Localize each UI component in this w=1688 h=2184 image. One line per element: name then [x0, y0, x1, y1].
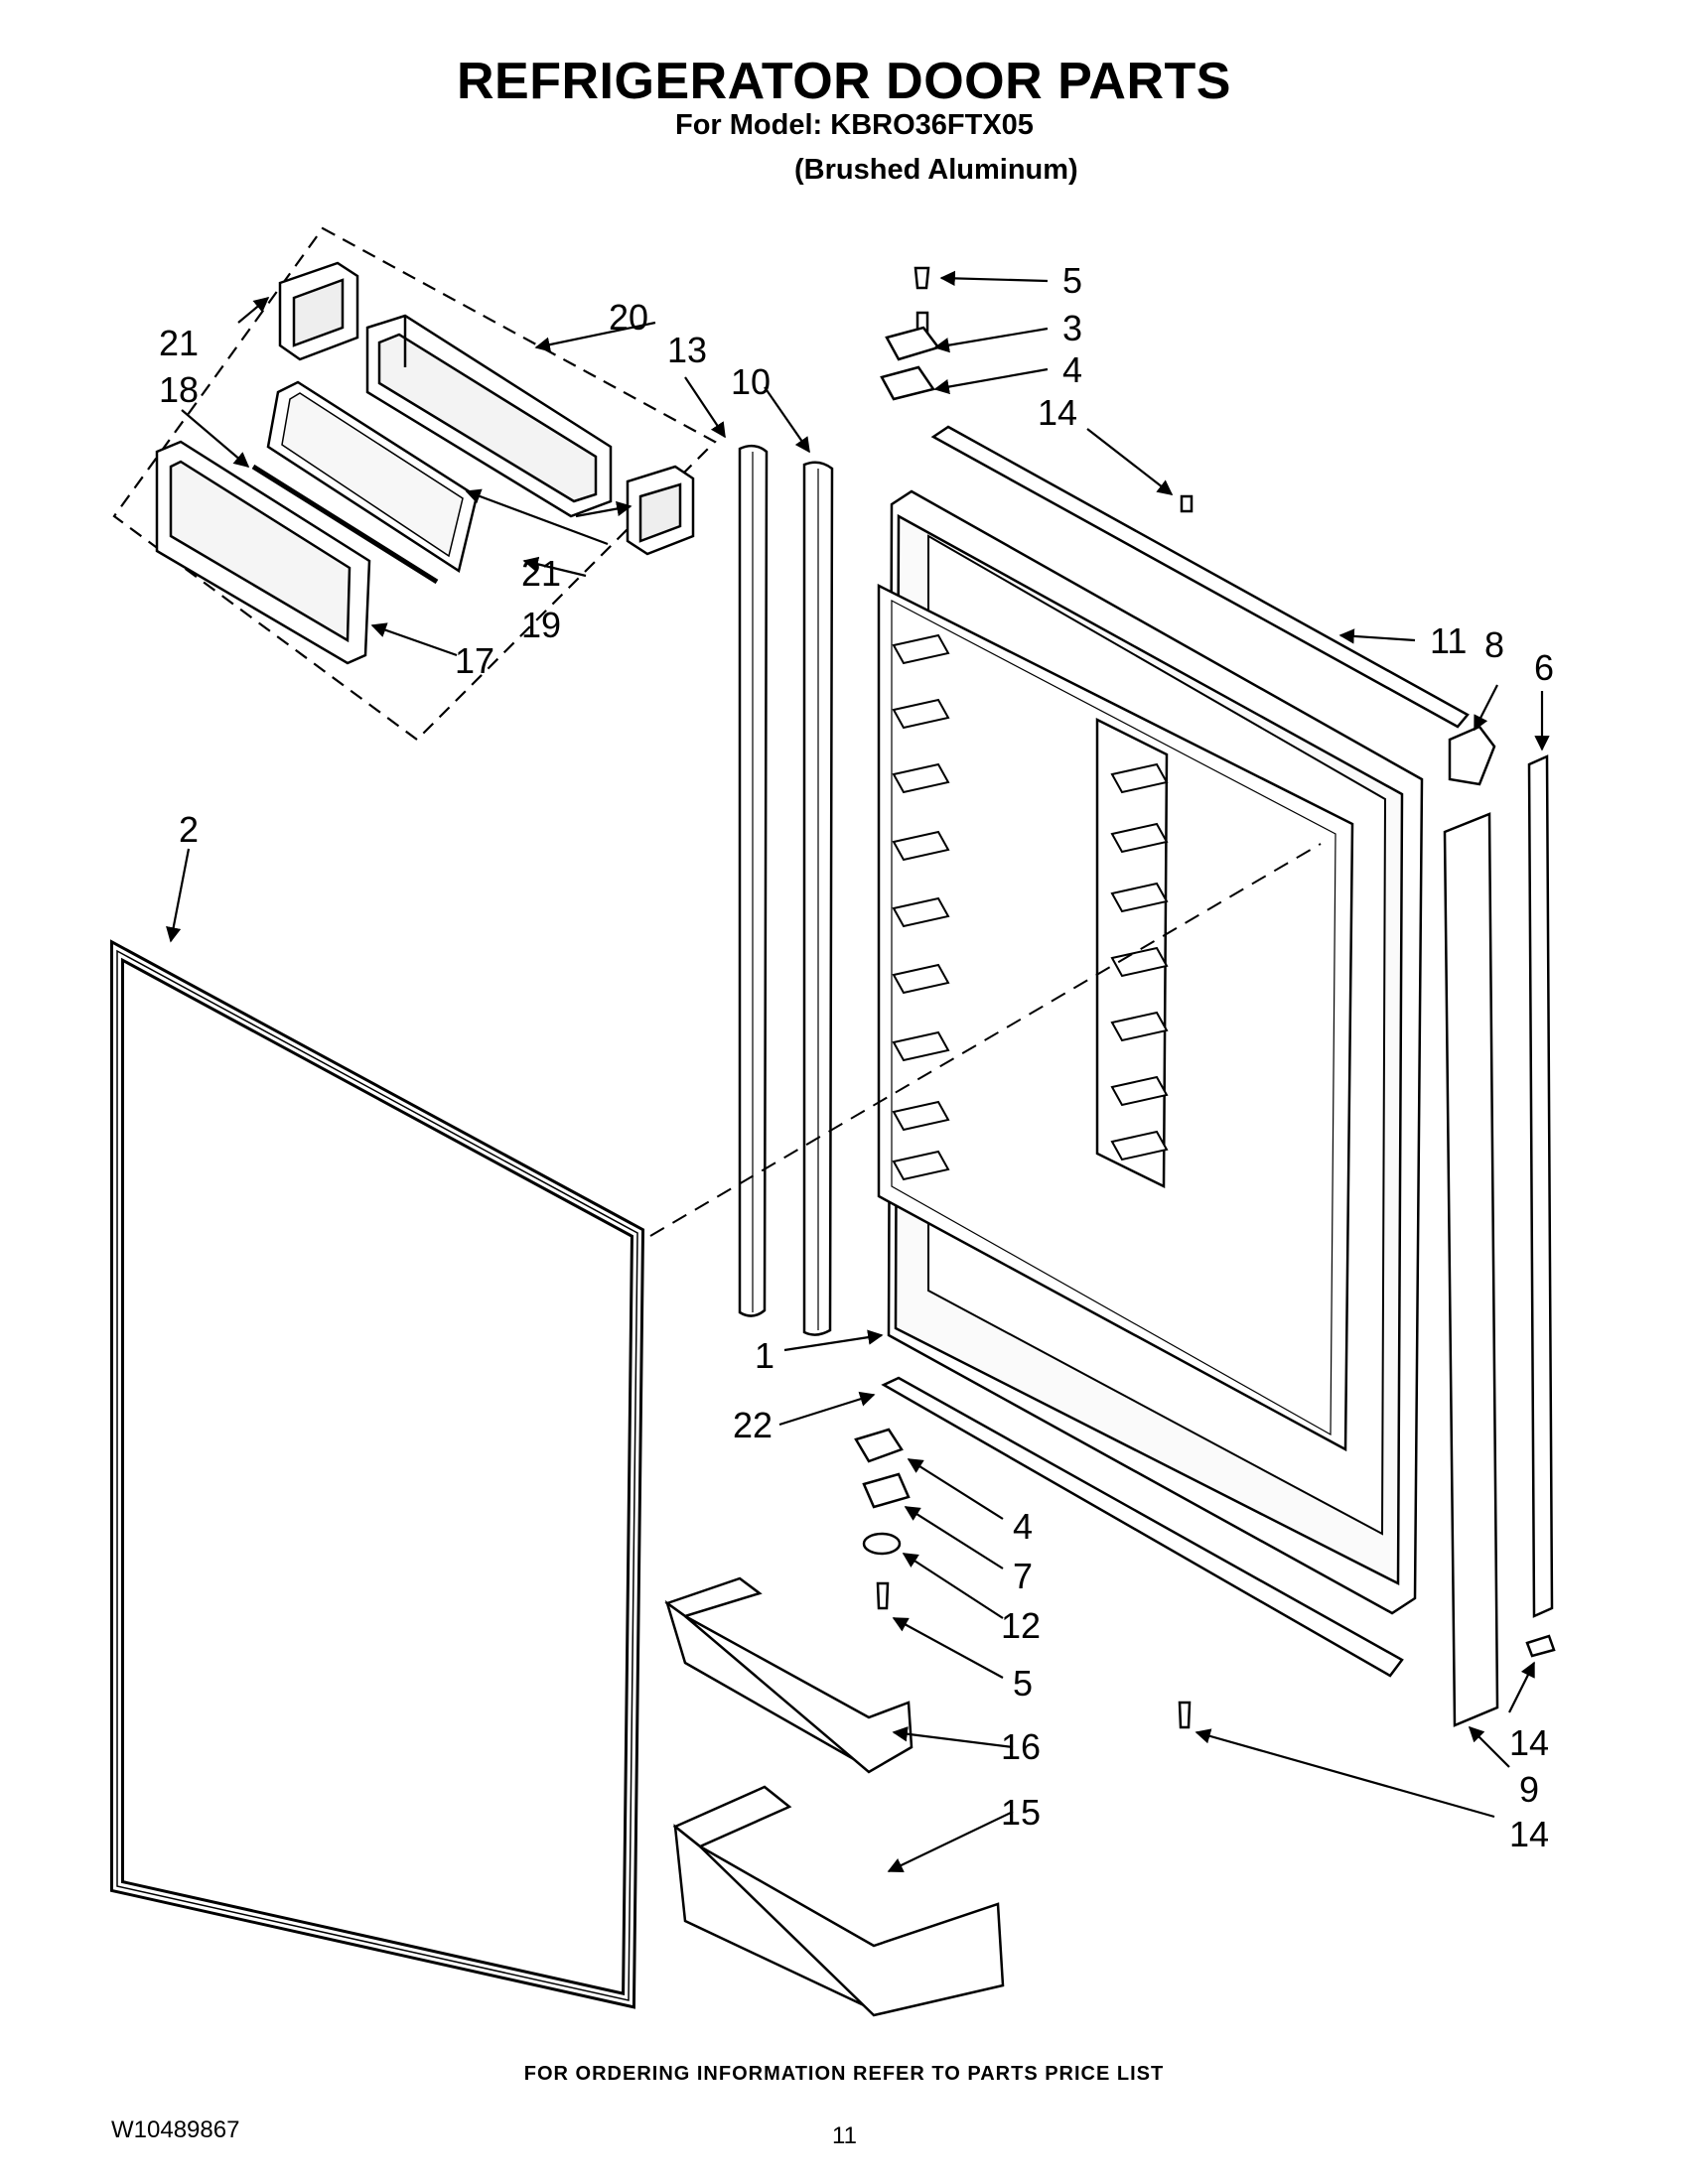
part-9-side-trim: [1443, 812, 1499, 1727]
callout-22: 22: [733, 1405, 773, 1445]
callout-9: 9: [1519, 1769, 1539, 1810]
callout-14: 14: [1509, 1814, 1549, 1854]
model-number: For Model: KBRO36FTX05: [675, 109, 1034, 141]
callout-7: 7: [1013, 1556, 1033, 1596]
callout-14: 14: [1038, 392, 1077, 433]
callout-5: 5: [1013, 1663, 1033, 1704]
callouts: 5 3 4 14 20 13 10 21 18 21 19 17 11 8 6 …: [159, 260, 1554, 1854]
part-10-trim: [802, 461, 834, 1336]
dashed-group-outline: [112, 226, 717, 742]
callout-21: 21: [521, 553, 561, 594]
part-13-trim: [738, 444, 769, 1317]
callout-19: 19: [521, 605, 561, 645]
callout-5: 5: [1062, 260, 1082, 301]
part-11-top-trim: [930, 425, 1470, 729]
document-number: W10489867: [111, 2116, 240, 2143]
page-number: 11: [832, 2122, 857, 2149]
callout-12: 12: [1001, 1605, 1041, 1646]
callout-10: 10: [731, 361, 771, 402]
part-18-strip: [251, 464, 439, 585]
callout-15: 15: [1001, 1792, 1041, 1833]
part-22-bottom-trim: [881, 1376, 1404, 1678]
callout-3: 3: [1062, 308, 1082, 348]
part-20-drawer-frame: [365, 314, 613, 518]
part-21-upper-bracket: [278, 261, 359, 361]
ordering-note: FOR ORDERING INFORMATION REFER TO PARTS …: [523, 2063, 1165, 2085]
callout-6: 6: [1534, 647, 1554, 688]
callout-4: 4: [1062, 349, 1082, 390]
callout-20: 20: [609, 297, 648, 338]
part-6-strip: [1527, 754, 1554, 1618]
part-8-hinge-cover: [1448, 725, 1496, 786]
door-shelf-tabs-right: [1110, 762, 1169, 1161]
page-title: REFRIGERATOR DOOR PARTS: [457, 53, 1231, 110]
part-17-drawer-front: [155, 440, 371, 665]
screws-part-14: [1178, 1634, 1556, 1729]
part-1-door-assembly: [877, 489, 1424, 1615]
callout-13: 13: [667, 330, 707, 370]
leader-lines: [166, 270, 1550, 1872]
part-2-door-gasket: [110, 939, 645, 2009]
callout-18: 18: [159, 369, 199, 410]
part-16-door-bin: [664, 1576, 914, 1774]
callout-21: 21: [159, 323, 199, 363]
callout-14: 14: [1509, 1722, 1549, 1763]
callout-4: 4: [1013, 1506, 1033, 1547]
door-shelf-tabs-left: [892, 633, 950, 1181]
finish-label: (Brushed Aluminum): [794, 154, 1078, 186]
part-15-door-bin: [672, 1785, 1005, 2017]
top-hinge-parts: [880, 266, 1194, 513]
callout-1: 1: [755, 1335, 774, 1376]
alignment-line: [649, 843, 1322, 1237]
callout-8: 8: [1484, 624, 1504, 665]
callout-16: 16: [1001, 1726, 1041, 1767]
callout-11: 11: [1430, 620, 1467, 661]
bottom-hinge-parts: [854, 1428, 911, 1610]
part-21-lower-bracket: [626, 465, 695, 556]
callout-17: 17: [455, 640, 494, 681]
callout-2: 2: [179, 809, 199, 850]
